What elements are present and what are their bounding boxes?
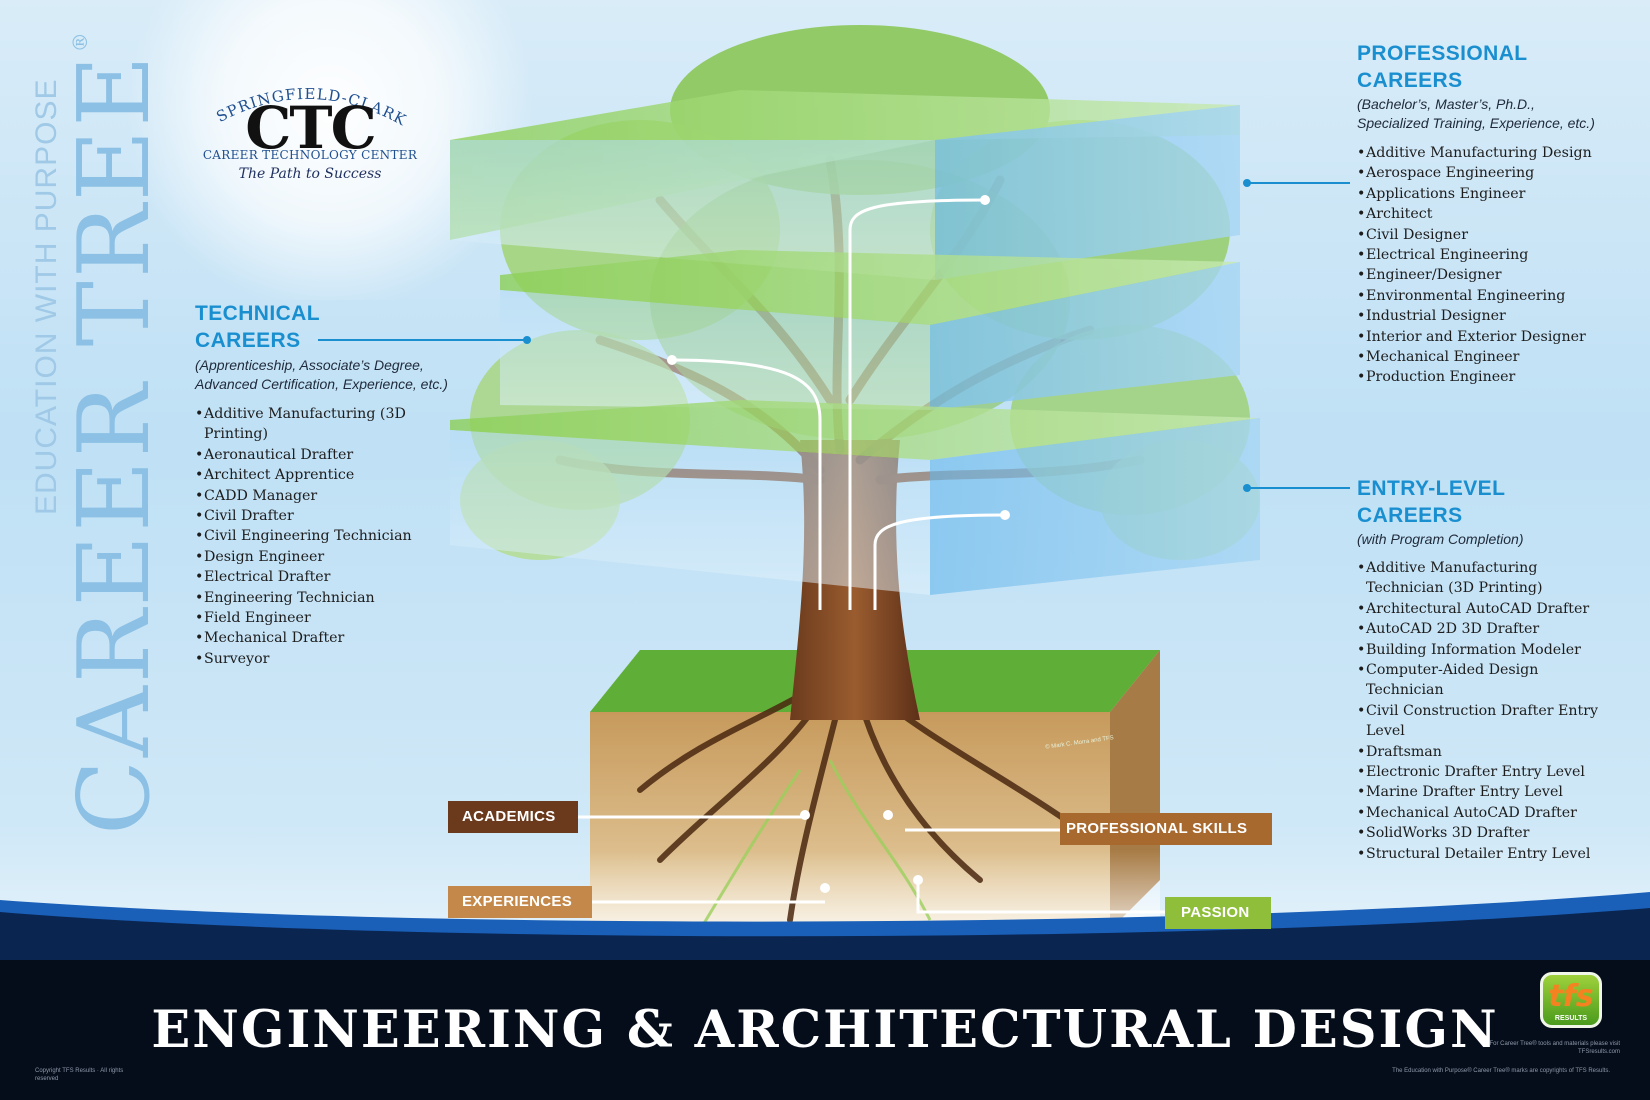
career-item: Civil Engineering Technician <box>195 526 430 547</box>
career-item: Civil Designer <box>1357 225 1627 246</box>
career-item: AutoCAD 2D 3D Drafter <box>1357 619 1607 640</box>
career-item: Additive Manufacturing (3D Printing) <box>195 404 430 445</box>
professional-heading-line2: CAREERS <box>1357 69 1463 92</box>
logo-acronym: CTC <box>245 94 376 162</box>
career-item: Electronic Drafter Entry Level <box>1357 762 1607 783</box>
entry-heading-line2: CAREERS <box>1357 504 1463 527</box>
root-label-academics: ACADEMICS <box>448 801 578 833</box>
layer-professional <box>450 90 1240 280</box>
professional-list: Additive Manufacturing DesignAerospace E… <box>1357 143 1627 388</box>
entry-list: Additive Manufacturing Technician (3D Pr… <box>1357 558 1607 865</box>
logo-arc: SPRINGFIELD-CLARK <box>213 85 408 130</box>
career-item: Marine Drafter Entry Level <box>1357 782 1607 803</box>
career-item: Architect <box>1357 204 1627 225</box>
heading-leaders <box>318 182 1350 489</box>
technical-list: Additive Manufacturing (3D Printing)Aero… <box>195 404 430 670</box>
career-item: Civil Drafter <box>195 506 430 527</box>
professional-heading: PROFESSIONAL CAREERS <box>1357 40 1527 94</box>
entry-note: (with Program Completion) <box>1357 530 1524 549</box>
connector-lines <box>578 198 1165 914</box>
career-item: Electrical Engineering <box>1357 245 1627 266</box>
connector-dots <box>667 195 1010 893</box>
logo-name: CAREER TECHNOLOGY CENTER <box>202 148 418 162</box>
career-item: Interior and Exterior Designer <box>1357 327 1627 348</box>
career-item: Engineering Technician <box>195 588 430 609</box>
career-item: Mechanical Drafter <box>195 628 430 649</box>
technical-heading-line1: TECHNICAL <box>195 302 320 325</box>
career-item: Applications Engineer <box>1357 184 1627 205</box>
career-item: Engineer/Designer <box>1357 265 1627 286</box>
root-label-experiences: EXPERIENCES <box>448 886 592 918</box>
footer-legal-fineprint: The Education with Purpose® Career Tree®… <box>1392 1068 1610 1074</box>
professional-heading-line1: PROFESSIONAL <box>1357 42 1528 65</box>
professional-note-line2: Specialized Training, Experience, etc.) <box>1357 115 1595 131</box>
professional-note-line1: (Bachelor’s, Master’s, Ph.D., <box>1357 96 1535 112</box>
career-item: Architectural AutoCAD Drafter <box>1357 599 1607 620</box>
career-item: Civil Construction Drafter Entry Level <box>1357 701 1607 742</box>
footer-contact-fineprint: For Career Tree® tools and materials ple… <box>1489 1041 1620 1055</box>
entry-heading: ENTRY-LEVEL CAREERS <box>1357 475 1505 529</box>
technical-note-line1: (Apprenticeship, Associate’s Degree, <box>195 357 424 373</box>
logo-tagline: The Path to Success <box>238 166 382 182</box>
entry-note-line1: (with Program Completion) <box>1357 531 1524 547</box>
career-item: Architect Apprentice <box>195 465 430 486</box>
footer-band <box>0 960 1650 1100</box>
layer-entry <box>450 400 1260 595</box>
root-label-passion: PASSION <box>1165 897 1271 929</box>
career-item: Electrical Drafter <box>195 567 430 588</box>
career-item: Mechanical AutoCAD Drafter <box>1357 803 1607 824</box>
ctc-logo: SPRINGFIELD-CLARK CTC CAREER TECHNOLOGY … <box>195 70 425 200</box>
ground-arc-inner <box>0 908 1650 965</box>
tfs-logo: tfs RESULTS <box>1540 972 1602 1028</box>
career-item: Production Engineer <box>1357 367 1627 388</box>
career-item: Environmental Engineering <box>1357 286 1627 307</box>
career-item: Draftsman <box>1357 742 1607 763</box>
root-label-professional-skills: PROFESSIONAL SKILLS <box>1060 813 1272 845</box>
career-item: Design Engineer <box>195 547 430 568</box>
technical-note: (Apprenticeship, Associate’s Degree, Adv… <box>195 356 448 394</box>
career-item: SolidWorks 3D Drafter <box>1357 823 1607 844</box>
technical-heading: TECHNICAL CAREERS <box>195 300 320 354</box>
career-item: Structural Detailer Entry Level <box>1357 844 1607 865</box>
career-item: Building Information Modeler <box>1357 640 1607 661</box>
professional-note: (Bachelor’s, Master’s, Ph.D., Specialize… <box>1357 95 1595 133</box>
heading-leader-dots <box>523 179 1251 492</box>
career-item: Surveyor <box>195 649 430 670</box>
footer-copyright-fineprint: Copyright TFS Results · All rights reser… <box>35 1068 124 1082</box>
career-item: Mechanical Engineer <box>1357 347 1627 368</box>
career-item: Additive Manufacturing Technician (3D Pr… <box>1357 558 1607 599</box>
career-item: Aerospace Engineering <box>1357 163 1627 184</box>
poster-title: ENGINEERING & ARCHITECTURAL DESIGN <box>151 1000 1499 1060</box>
technical-heading-line2: CAREERS <box>195 329 301 352</box>
tfs-logo-sub: RESULTS <box>1554 1015 1588 1022</box>
career-item: Aeronautical Drafter <box>195 445 430 466</box>
career-item: Additive Manufacturing Design <box>1357 143 1627 164</box>
entry-heading-line1: ENTRY-LEVEL <box>1357 477 1506 500</box>
tfs-logo-text: tfs <box>1548 979 1594 1014</box>
career-item: Computer-Aided Design Technician <box>1357 660 1607 701</box>
career-item: CADD Manager <box>195 486 430 507</box>
career-item: Field Engineer <box>195 608 430 629</box>
career-item: Industrial Designer <box>1357 306 1627 327</box>
layer-technical <box>500 250 1240 410</box>
technical-note-line2: Advanced Certification, Experience, etc.… <box>195 376 448 392</box>
